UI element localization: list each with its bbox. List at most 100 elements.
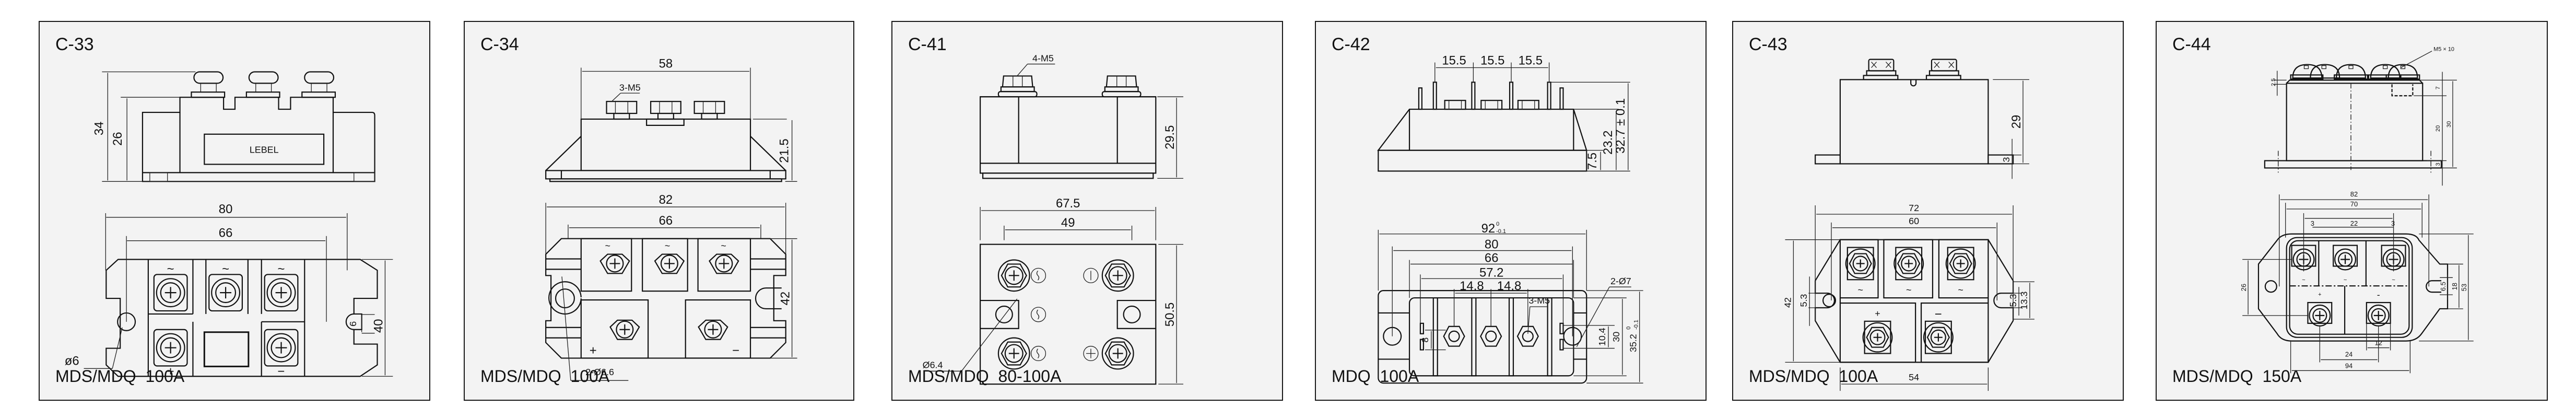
panel-code: C-43 xyxy=(1749,34,1787,54)
nut-icon xyxy=(1925,59,1961,80)
model-label: MDS/MDQ 80-100A xyxy=(908,367,1062,386)
thread-label: 3-M5 xyxy=(619,82,641,92)
dimension-label: 57.2 xyxy=(1479,265,1503,280)
dimension-label: 2.5 xyxy=(2271,78,2277,86)
dimension-label: 54 xyxy=(1909,372,1919,382)
terminal-label: + xyxy=(1875,308,1880,319)
side-view: 29 3 xyxy=(1815,59,2029,179)
technical-drawing: M5 × 10 2.5 7 20 30 3 xyxy=(2240,47,2474,374)
dimension-label: 82 xyxy=(2350,190,2358,198)
dimension-label: 82 xyxy=(659,193,673,207)
dimension-label: 26 xyxy=(111,132,125,146)
tolerance-upper: 0 xyxy=(1496,221,1499,227)
terminal-screw-icon xyxy=(153,329,188,367)
screw-label: M5 × 10 xyxy=(2433,47,2454,53)
dimension-label: 26 xyxy=(2240,284,2248,291)
dimension-label: 5.3 xyxy=(2008,294,2018,307)
terminal-screw-icon xyxy=(609,319,640,340)
dimension-label: 42 xyxy=(779,292,793,306)
screw-icon xyxy=(2368,64,2402,80)
dimension-label: 3 xyxy=(2311,219,2314,227)
top-view: ~ ~ ~ + − 82 66 42 2-Ø6.6 xyxy=(545,193,797,381)
dimension-label: 50.5 xyxy=(1163,303,1177,327)
dimension-label: 80 xyxy=(219,202,233,216)
terminal-label: ~ xyxy=(605,241,610,251)
nut-icon xyxy=(650,101,681,120)
terminal-screw-icon xyxy=(1101,259,1134,292)
hole-label: ø6 xyxy=(65,354,79,368)
terminal-label: − xyxy=(732,343,739,357)
screw-icon xyxy=(245,71,280,98)
nut-icon xyxy=(1101,75,1142,98)
dimension-label: 53 xyxy=(2460,284,2468,291)
terminal-screw-icon xyxy=(264,329,299,367)
dimension-label: 58 xyxy=(659,57,673,71)
dimension-label: 34 xyxy=(92,122,106,136)
terminal-screw-icon xyxy=(1945,247,1976,281)
terminal-label: - xyxy=(2377,289,2380,300)
panel-code: C-42 xyxy=(1332,34,1370,54)
side-view: 4-M5 29.5 xyxy=(980,53,1184,179)
screw-icon xyxy=(2334,64,2368,80)
terminal-label: ~ xyxy=(2392,277,2395,283)
dimension-label: 23.2 xyxy=(1601,131,1615,155)
terminal-label: ~ xyxy=(167,262,174,276)
dimension-label: 8 xyxy=(1420,338,1430,343)
tolerance-lower: -0.1 xyxy=(1633,320,1640,330)
drawing-panel-c34: C-34 58 3-M5 21.5 xyxy=(464,21,854,401)
dimension-label: 32.7 ± 0.1 xyxy=(1614,98,1628,154)
technical-drawing: 58 3-M5 21.5 xyxy=(545,57,797,381)
dimension-label: 5.3 xyxy=(1798,294,1809,307)
terminal-screw-icon xyxy=(2333,245,2358,271)
top-view: ~ ~ ~ + − 80 66 40 6 ø6 xyxy=(65,202,393,378)
dimension-label: 80 xyxy=(1485,238,1499,252)
nut-icon xyxy=(1480,326,1502,347)
terminal-screw-icon xyxy=(654,253,685,274)
terminal-label: + xyxy=(2318,292,2321,298)
dimension-label: 7 xyxy=(2435,86,2441,89)
model-label: MDS/MDQ 100A xyxy=(55,367,185,386)
thread-label: 4-M5 xyxy=(1032,53,1054,64)
nut-icon xyxy=(606,101,638,120)
terminal-label: ~ xyxy=(665,241,670,251)
top-view: 92 0 -0.1 80 66 57.2 14.8 14.8 3-M5 xyxy=(1378,221,1643,384)
dimension-label: 30 xyxy=(2446,121,2452,127)
screw-icon xyxy=(301,71,336,98)
dimension-label: 6 xyxy=(348,321,358,327)
dimension-label: 10.4 xyxy=(1597,328,1607,346)
dimension-label: 30 xyxy=(1611,332,1621,342)
label-text: LEBEL xyxy=(250,145,279,155)
terminal-screw-icon xyxy=(997,337,1030,370)
panel-code: C-34 xyxy=(480,34,519,54)
dimension-label: 29 xyxy=(2009,115,2024,129)
dimension-label: 29.5 xyxy=(1163,125,1177,149)
plus-symbol-icon xyxy=(1083,345,1099,362)
dimension-label: 20 xyxy=(2435,125,2441,132)
dimension-label: 72 xyxy=(1909,203,1919,213)
terminal-label: − xyxy=(1935,307,1942,321)
terminal-label: ~ xyxy=(1906,285,1911,295)
terminal-screw-icon xyxy=(153,274,188,312)
dimension-label: 35.2 xyxy=(1628,334,1639,352)
terminal-screw-icon xyxy=(599,253,630,274)
model-label: MDS/MDQ 150A xyxy=(2172,367,2302,386)
terminal-label: ~ xyxy=(721,241,726,251)
terminal-label: + xyxy=(167,364,174,378)
screw-icon xyxy=(2310,64,2340,79)
terminal-screw-icon xyxy=(264,274,299,312)
terminal-label: ~ xyxy=(2302,277,2305,283)
terminal-label: ~ xyxy=(1958,285,1963,295)
dimension-label: 18 xyxy=(2451,283,2459,290)
nut-icon xyxy=(1443,326,1465,347)
dimension-label: 21.5 xyxy=(778,138,792,162)
panel-code: C-44 xyxy=(2172,34,2211,54)
dimension-label: 15.5 xyxy=(1480,54,1504,68)
terminal-screw-icon xyxy=(1101,337,1134,370)
side-view: M5 × 10 2.5 7 20 30 3 xyxy=(2264,47,2457,186)
tolerance-lower: -0.1 xyxy=(1496,228,1506,235)
top-view: 67.5 49 50.5 Ø6.4 xyxy=(923,196,1184,385)
terminal-label: + xyxy=(590,343,597,357)
dimension-label: 60 xyxy=(1909,216,1919,226)
drawing-panel-c43: C-43 29 3 xyxy=(1732,21,2124,401)
dimension-label: 40 xyxy=(371,319,385,333)
